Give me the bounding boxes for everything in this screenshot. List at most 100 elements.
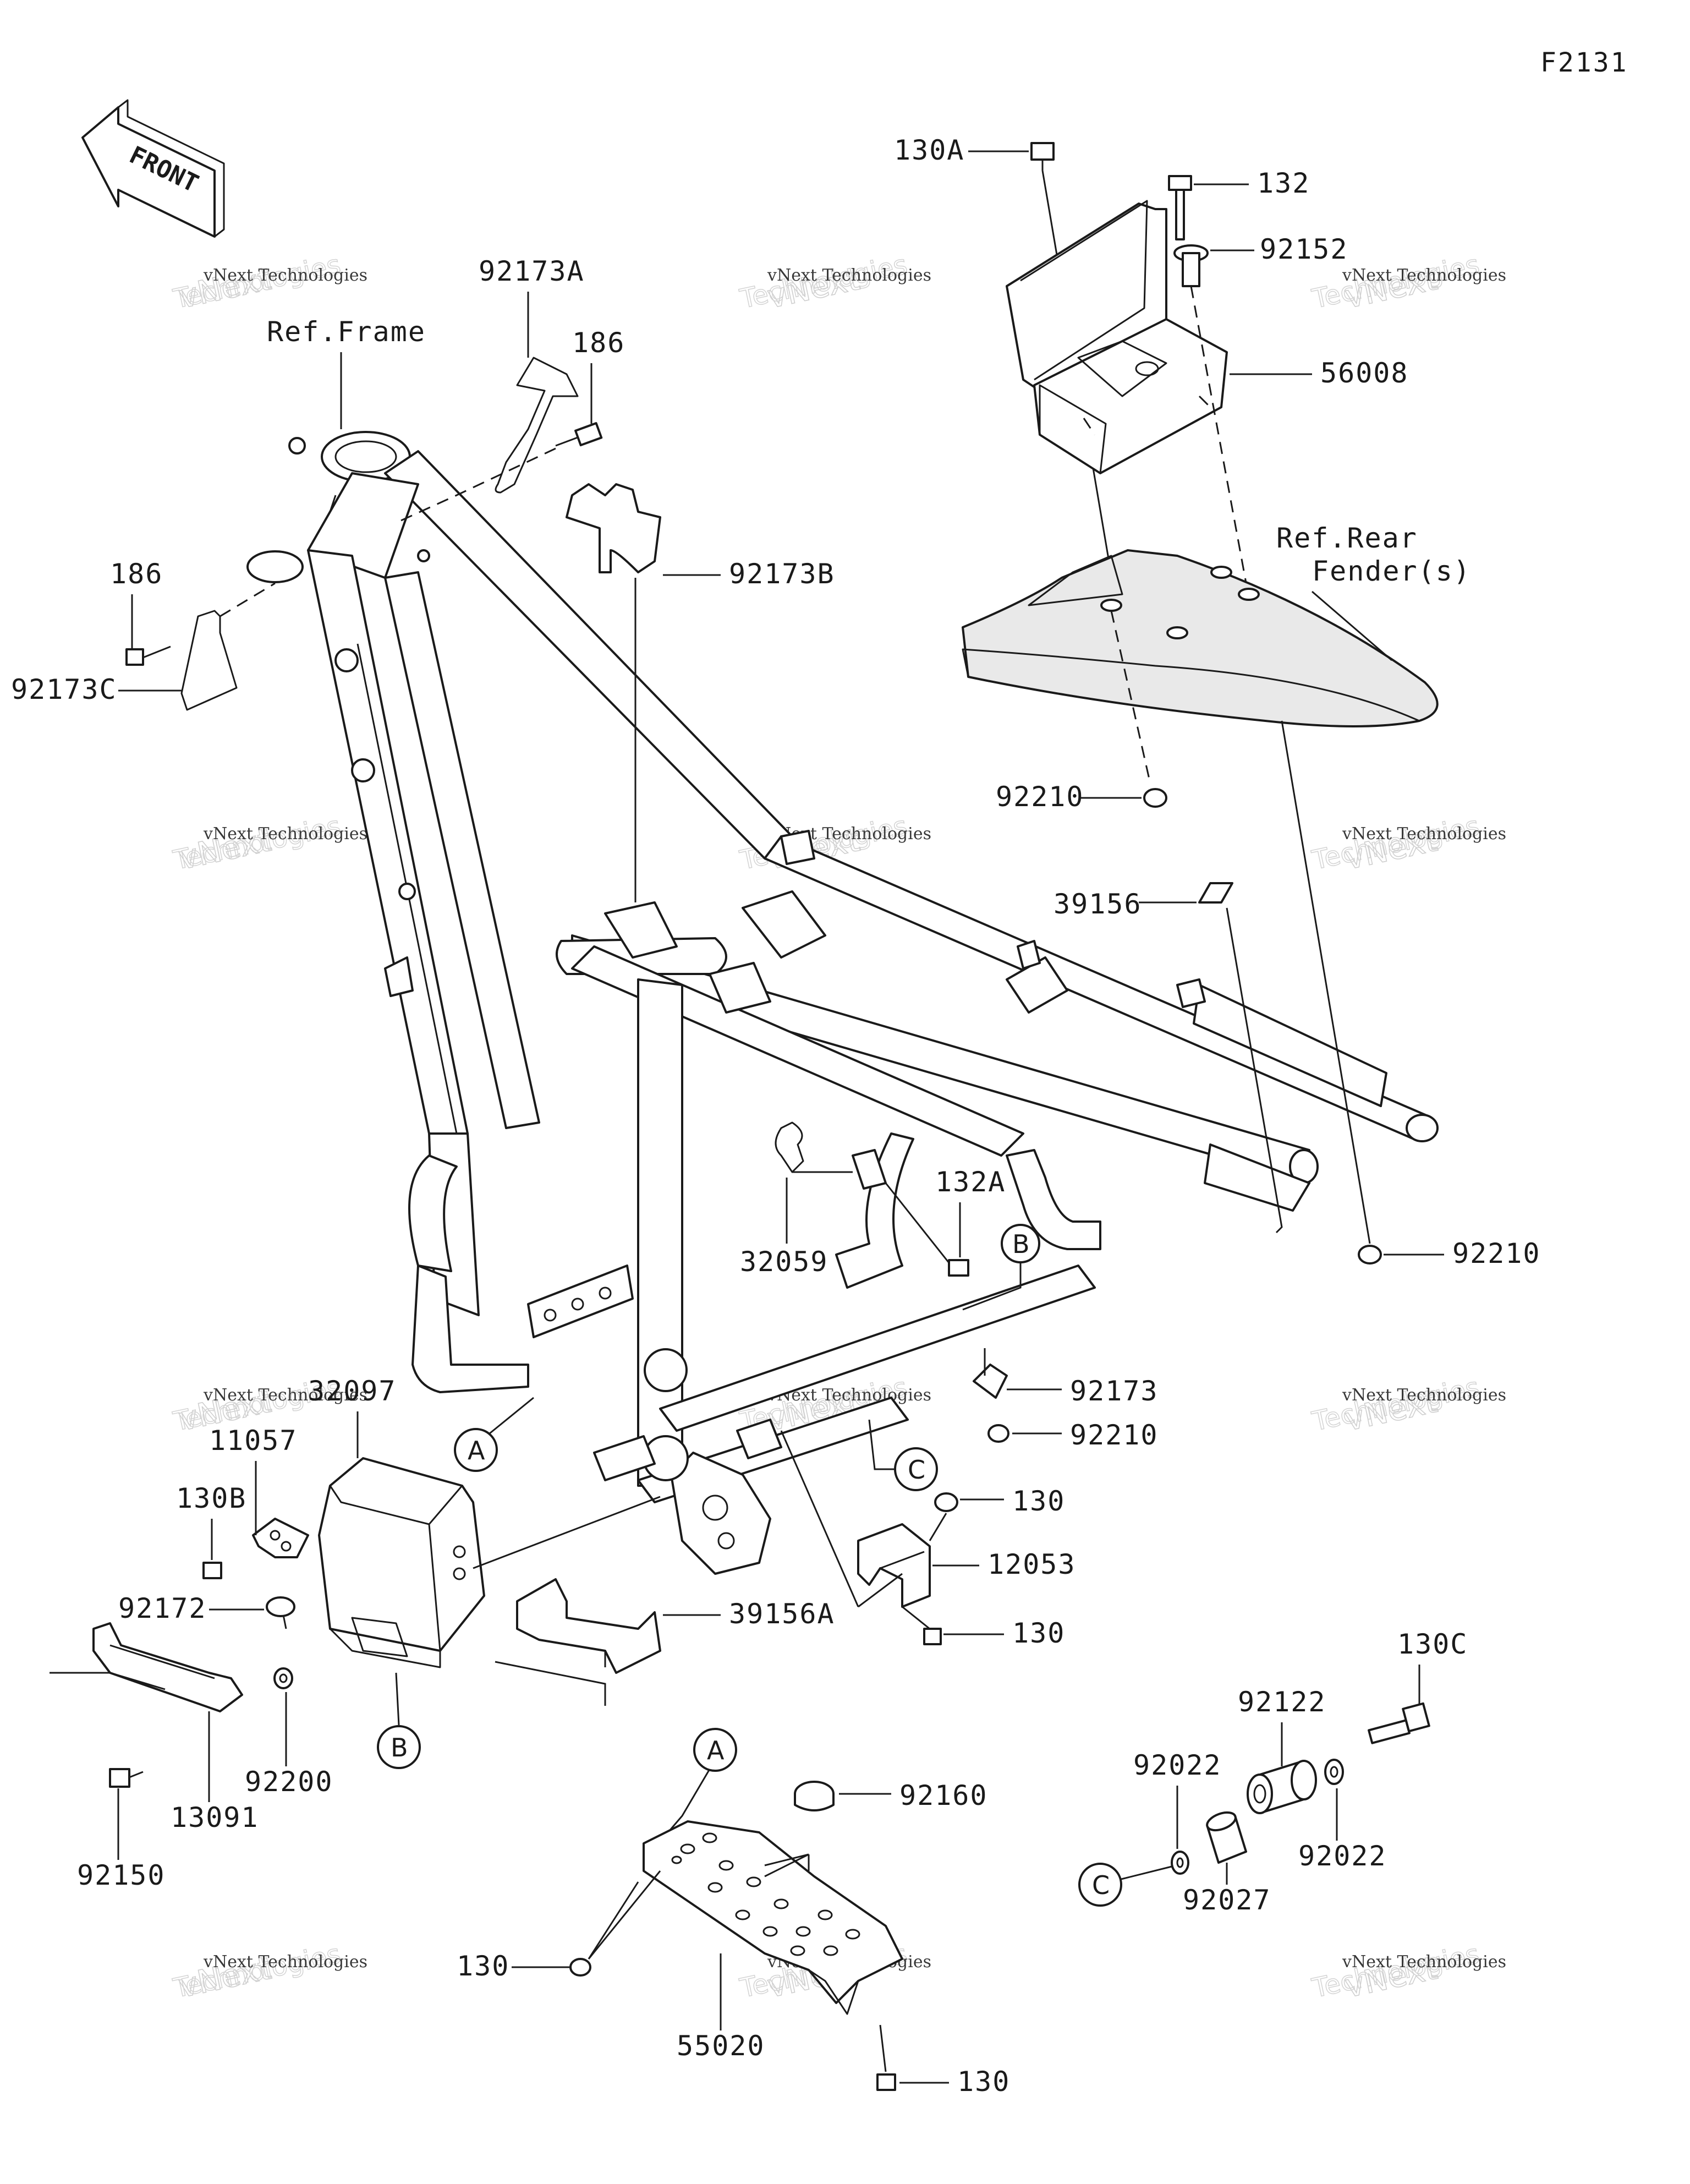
- marker-b-frame: B: [1001, 1224, 1040, 1263]
- assembly-line: [588, 1881, 639, 1959]
- bolt-132-icon: [1168, 175, 1192, 240]
- watermark: vNext Technologies vNext Technologies: [1309, 1938, 1506, 2005]
- callout-92150: 92150: [77, 1859, 166, 1891]
- part-92173-clip: [973, 1364, 1008, 1399]
- assembly-line: [396, 447, 556, 524]
- callout-186-left: 186: [110, 558, 163, 590]
- part-39156a-block: [516, 1578, 661, 1674]
- bolt-132a-icon: [948, 1259, 969, 1277]
- callout-130b: 130B: [176, 1482, 246, 1514]
- callout-92173: 92173: [1070, 1375, 1159, 1407]
- marker-a-skid-label: A: [707, 1736, 725, 1765]
- marker-c-frame: C: [894, 1447, 938, 1491]
- washer-92200-icon: [273, 1667, 293, 1689]
- watermark: vNext Technologies vNext Technologies: [170, 810, 367, 877]
- part-13091-guard: [92, 1622, 243, 1712]
- watermark-text: vNext Technologies: [767, 266, 931, 285]
- watermark-text: vNext Technologies: [203, 266, 367, 285]
- callout-39156a: 39156A: [729, 1598, 835, 1630]
- diagram-code: F2131: [1540, 47, 1628, 78]
- callout-92122: 92122: [1238, 1686, 1326, 1718]
- callout-92160: 92160: [899, 1780, 988, 1811]
- watermark: vNext Technologies vNext Technologies: [737, 249, 931, 316]
- collar-92027-icon: [1206, 1811, 1247, 1864]
- washer-92022-right-icon: [1324, 1759, 1344, 1785]
- marker-a-frame-label: A: [468, 1436, 485, 1465]
- bolt-130a-icon: [1030, 142, 1055, 171]
- assembly-line: [50, 1672, 166, 1690]
- bolt-186-left-icon: [125, 645, 171, 666]
- part-12053-mount: [857, 1523, 931, 1608]
- bolt-130-lower-icon: [923, 1628, 942, 1645]
- bolt-130c-icon: [1368, 1702, 1430, 1744]
- callout-56008: 56008: [1320, 357, 1409, 389]
- callout-32059: 32059: [740, 1246, 828, 1278]
- leader-rear-fender: [1312, 590, 1392, 661]
- assembly-line: [879, 2024, 887, 2072]
- assembly-line: [1190, 286, 1255, 628]
- assembly-line: [780, 1430, 859, 1607]
- callout-92200: 92200: [245, 1766, 333, 1798]
- watermark-text: vNext Technologies: [203, 1952, 367, 1972]
- assembly-line: [1110, 610, 1151, 782]
- part-92173c: [180, 610, 238, 711]
- callout-186-top: 186: [572, 327, 625, 359]
- callout-130-lower: 130: [1012, 1617, 1065, 1649]
- washer-92022-left-icon: [1171, 1851, 1189, 1875]
- callout-55020: 55020: [677, 2030, 765, 2062]
- nut-130-upper-icon: [934, 1492, 958, 1512]
- nut-92210-fender-icon: [1143, 788, 1167, 808]
- collar-92152-icon: [1173, 244, 1209, 287]
- bolt-186-top-icon: [555, 422, 603, 447]
- callout-92022-right: 92022: [1298, 1840, 1387, 1872]
- callout-92210-bracket: 92210: [1070, 1419, 1159, 1451]
- callout-11057: 11057: [209, 1425, 298, 1457]
- marker-c-hardware-label: C: [1092, 1870, 1110, 1900]
- part-32097-cover: [318, 1457, 485, 1668]
- callout-92027: 92027: [1183, 1884, 1271, 1916]
- callout-92172: 92172: [118, 1592, 207, 1624]
- watermark-text: vNext Technologies: [1342, 1386, 1506, 1405]
- assembly-line: [588, 1870, 661, 1959]
- bushing-92122-icon: [1247, 1760, 1317, 1814]
- ref-rear-fender-line2: Fender(s): [1312, 555, 1471, 587]
- part-92173a: [495, 357, 579, 494]
- callout-92173a: 92173A: [479, 255, 585, 287]
- part-56008-battery-case: [1006, 200, 1228, 474]
- marker-b-frame-label: B: [1012, 1229, 1030, 1259]
- part-92173b: [566, 483, 661, 573]
- marker-a-skid: A: [693, 1728, 737, 1772]
- callout-12053: 12053: [987, 1548, 1076, 1580]
- assembly-line: [220, 582, 276, 617]
- callout-92152: 92152: [1260, 233, 1348, 265]
- leader-marker-b: [962, 1263, 1022, 1311]
- callout-13091: 13091: [171, 1802, 259, 1833]
- pad-39156-icon: [1198, 882, 1233, 904]
- assembly-line-132a: [885, 1183, 950, 1263]
- nut-92210-right-icon: [1358, 1245, 1382, 1265]
- nut-130-skid-icon: [569, 1958, 591, 1977]
- callout-92210-fender: 92210: [996, 781, 1084, 813]
- marker-a-frame: A: [454, 1428, 498, 1472]
- bolt-130-skid-bottom-icon: [876, 2073, 896, 2091]
- callout-39156: 39156: [1053, 888, 1142, 920]
- watermark-text: vNext Technologies: [203, 824, 367, 844]
- ref-frame-label: Ref.Frame: [267, 316, 426, 348]
- part-11057-bracket: [252, 1518, 309, 1558]
- assembly-line: [473, 1496, 661, 1569]
- watermark: vNext Technologies vNext Technologies: [1309, 810, 1506, 877]
- watermark-text: vNext Technologies: [203, 1386, 367, 1405]
- nut-92210-bracket-icon: [987, 1424, 1009, 1443]
- callout-92022-left: 92022: [1133, 1749, 1222, 1781]
- watermark-text: vNext Technologies: [1342, 1952, 1506, 1972]
- callout-130-skid-bottom: 130: [957, 2066, 1010, 2098]
- watermark-text: vNext Technologies: [1342, 824, 1506, 844]
- callout-130a: 130A: [894, 134, 964, 166]
- assembly-line: [902, 1606, 930, 1630]
- marker-b-cover-label: B: [391, 1733, 408, 1762]
- callout-32097: 32097: [308, 1375, 397, 1407]
- callout-92173c: 92173C: [11, 674, 117, 705]
- front-arrow-icon: FRONT: [81, 99, 225, 238]
- callout-130-upper: 130: [1012, 1485, 1065, 1517]
